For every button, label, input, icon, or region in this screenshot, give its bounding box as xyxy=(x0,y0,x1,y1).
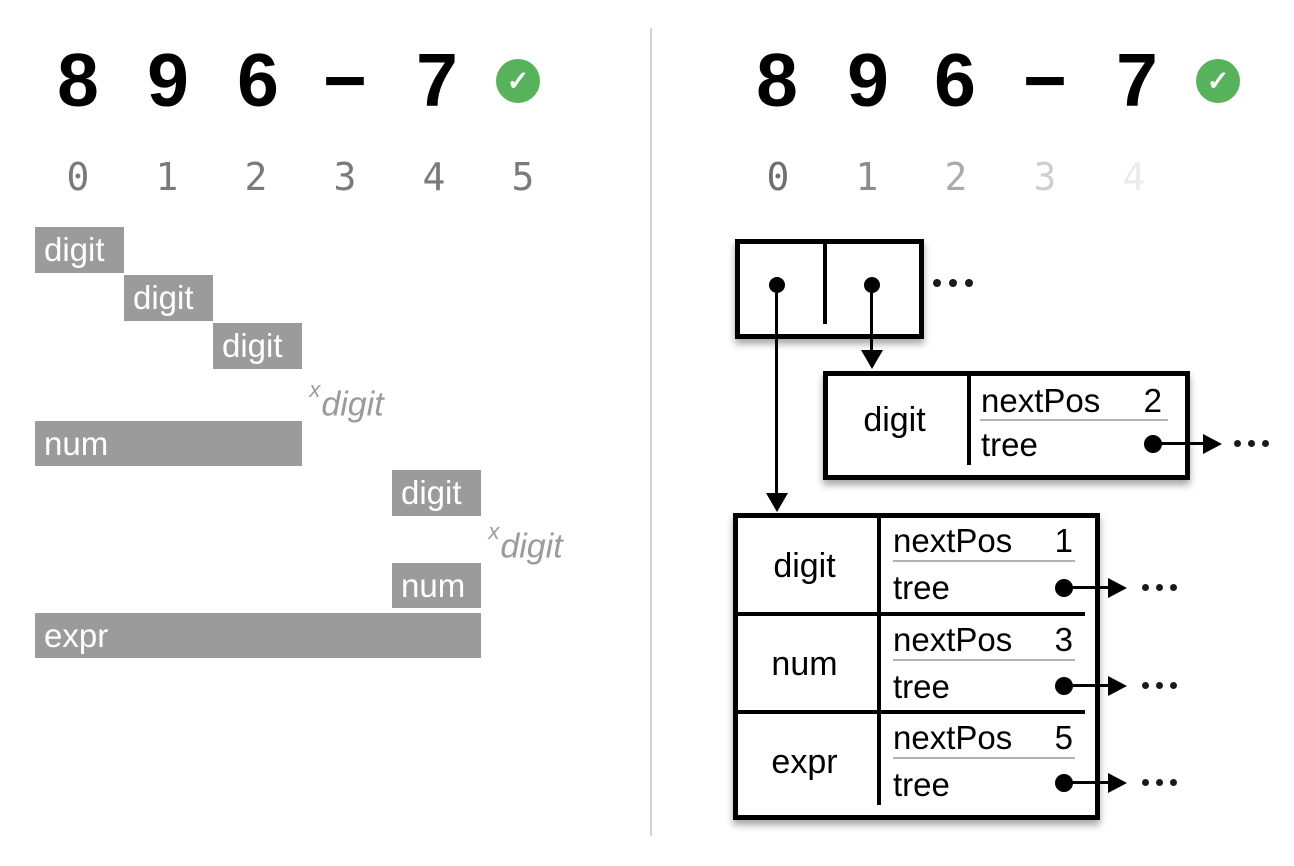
memo-col-divider xyxy=(877,518,881,805)
bar-label: num xyxy=(44,425,109,462)
arrow-head-down-icon xyxy=(766,493,788,512)
position-index: 0 xyxy=(766,155,790,199)
input-char: 8 xyxy=(756,38,798,122)
field-tree-label: tree xyxy=(893,569,950,606)
field-tree-label: tree xyxy=(981,426,1038,463)
parse-bar-digit: digit xyxy=(35,227,124,273)
position-index: 3 xyxy=(333,155,357,199)
arrow-head-right-icon xyxy=(1108,773,1127,793)
arrow-line-pos0 xyxy=(775,293,778,494)
field-separator xyxy=(893,757,1075,759)
tree-arrow-line xyxy=(1064,684,1110,687)
input-char: 9 xyxy=(847,38,889,122)
field-separator xyxy=(893,560,1075,562)
tree-arrow-line xyxy=(1064,586,1110,589)
pointer-dot-icon xyxy=(769,277,785,293)
parse-bar-digit: digit xyxy=(392,470,481,516)
check-icon: ✓ xyxy=(496,59,540,103)
field-nextpos-value: 3 xyxy=(1054,621,1073,658)
array-cell-divider xyxy=(823,244,827,324)
memo-rule-label: digit xyxy=(773,547,836,585)
position-index: 4 xyxy=(1122,155,1146,199)
parse-bar-digit: digit xyxy=(124,275,213,321)
field-nextpos-value: 5 xyxy=(1054,719,1073,756)
input-char: − xyxy=(1023,38,1067,122)
check-icon: ✓ xyxy=(1196,59,1240,103)
position-index: 2 xyxy=(944,155,968,199)
position-index: 1 xyxy=(855,155,879,199)
input-char: 7 xyxy=(1116,38,1158,122)
parse-bar-num: num xyxy=(392,563,481,608)
memo-rule-label: expr xyxy=(771,743,838,781)
field-tree-label: tree xyxy=(893,668,950,705)
parse-fail-digit: xdigit xyxy=(302,376,391,424)
field-tree-label: tree xyxy=(893,766,950,803)
field-nextpos-label: nextPos xyxy=(893,719,1013,756)
arrow-head-down-icon xyxy=(861,350,883,369)
memo-col-divider xyxy=(967,376,971,465)
memo-pointer-array xyxy=(735,239,924,339)
fail-x-icon: x xyxy=(309,377,321,402)
position-index: 2 xyxy=(244,155,268,199)
field-nextpos-label: nextPos xyxy=(893,522,1013,559)
field-nextpos-label: nextPos xyxy=(893,621,1013,658)
position-index: 5 xyxy=(511,155,535,199)
field-nextpos-label: nextPos xyxy=(981,382,1101,419)
memo-rule-label: num xyxy=(771,645,838,683)
memo-rule-label: digit xyxy=(863,401,926,439)
bar-label: digit xyxy=(133,279,194,316)
parse-bar-expr: expr xyxy=(35,613,481,658)
tree-arrow-line xyxy=(1064,781,1110,784)
parse-fail-digit: xdigit xyxy=(481,518,570,566)
arrow-head-right-icon xyxy=(1108,578,1127,598)
memo-row-divider xyxy=(738,612,1085,616)
field-nextpos-value: 1 xyxy=(1054,522,1073,559)
memo-table-pos0 xyxy=(733,513,1100,820)
bar-label: digit xyxy=(222,327,283,364)
input-char: 6 xyxy=(237,38,279,122)
bar-label: expr xyxy=(44,617,109,654)
bar-label: digit xyxy=(401,474,462,511)
parse-bar-num: num xyxy=(35,421,302,466)
position-index: 1 xyxy=(155,155,179,199)
field-nextpos-value: 2 xyxy=(1143,382,1162,419)
parse-bar-digit: digit xyxy=(213,323,302,369)
memo-entry-pos1 xyxy=(823,371,1190,480)
tree-arrow-line xyxy=(1153,442,1205,445)
field-separator xyxy=(980,419,1168,421)
arrow-head-right-icon xyxy=(1203,434,1222,454)
bar-label: num xyxy=(401,567,466,604)
position-index: 3 xyxy=(1033,155,1057,199)
arrow-head-right-icon xyxy=(1108,676,1127,696)
memo-row-divider xyxy=(738,710,1085,714)
position-index: 0 xyxy=(66,155,90,199)
input-char: 7 xyxy=(416,38,458,122)
input-char: 8 xyxy=(57,38,99,122)
fail-label: digit xyxy=(321,385,384,424)
input-char: − xyxy=(323,38,367,122)
pointer-dot-icon xyxy=(864,277,880,293)
bar-label: digit xyxy=(44,231,105,268)
input-char: 9 xyxy=(147,38,189,122)
field-separator xyxy=(893,659,1075,661)
panel-divider xyxy=(650,28,652,836)
arrow-line-pos1 xyxy=(870,293,873,351)
position-index: 4 xyxy=(422,155,446,199)
input-char: 6 xyxy=(934,38,976,122)
fail-x-icon: x xyxy=(488,519,500,544)
fail-label: digit xyxy=(500,527,563,566)
